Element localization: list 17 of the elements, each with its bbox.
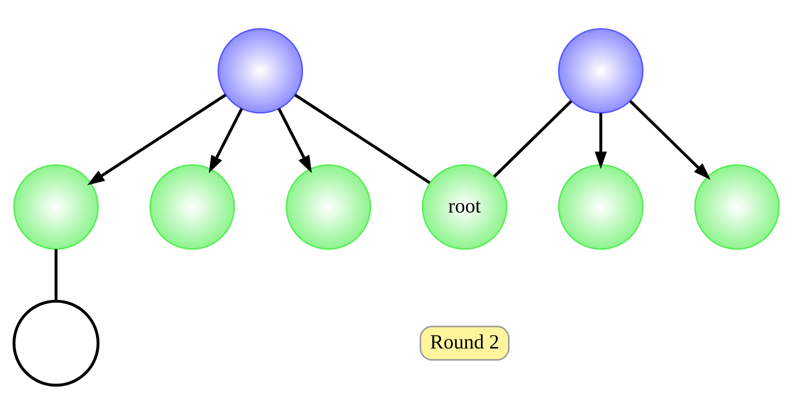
node-box: Round 2 — [420, 325, 510, 360]
arrow — [629, 100, 711, 180]
arrow — [594, 112, 607, 168]
node-circle — [218, 28, 304, 114]
connector — [54, 248, 58, 300]
node-circle — [286, 164, 372, 250]
node-circle — [149, 164, 235, 250]
node-circle — [558, 164, 644, 250]
connector — [294, 93, 431, 184]
node-circle — [12, 299, 100, 386]
arrow — [208, 108, 243, 173]
arrow — [87, 93, 226, 185]
node-circle — [558, 28, 644, 114]
arrow — [278, 108, 312, 173]
connector — [493, 100, 572, 178]
node-circle — [13, 164, 99, 250]
node-circle: root — [422, 164, 508, 250]
